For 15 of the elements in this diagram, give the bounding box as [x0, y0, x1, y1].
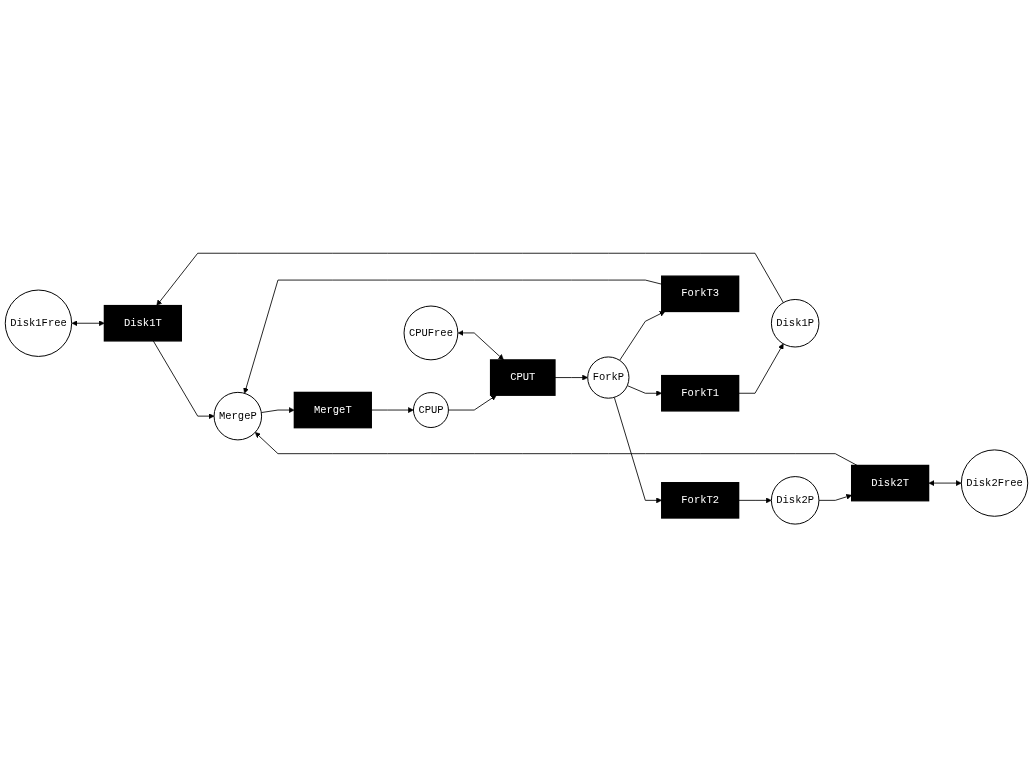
- node-circle: Disk1P: [770, 298, 820, 348]
- node-circle: ForkP: [587, 356, 630, 399]
- node-box: ForkT1: [661, 374, 740, 412]
- node-box: CPUT: [489, 359, 556, 396]
- node-box: Disk1T: [103, 304, 182, 342]
- node-circle: CPUP: [413, 391, 449, 428]
- node-circle: MergeP: [213, 391, 263, 441]
- node-box: ForkT3: [661, 275, 740, 312]
- node-circle: Disk2Free: [960, 449, 1029, 517]
- node-box: ForkT2: [661, 481, 740, 519]
- node-circle: Disk2P: [770, 475, 820, 525]
- node-circle: CPUFree: [403, 305, 459, 361]
- node-circle: Disk1Free: [4, 289, 73, 357]
- node-box: MergeT: [293, 391, 372, 429]
- node-box: Disk2T: [851, 464, 930, 502]
